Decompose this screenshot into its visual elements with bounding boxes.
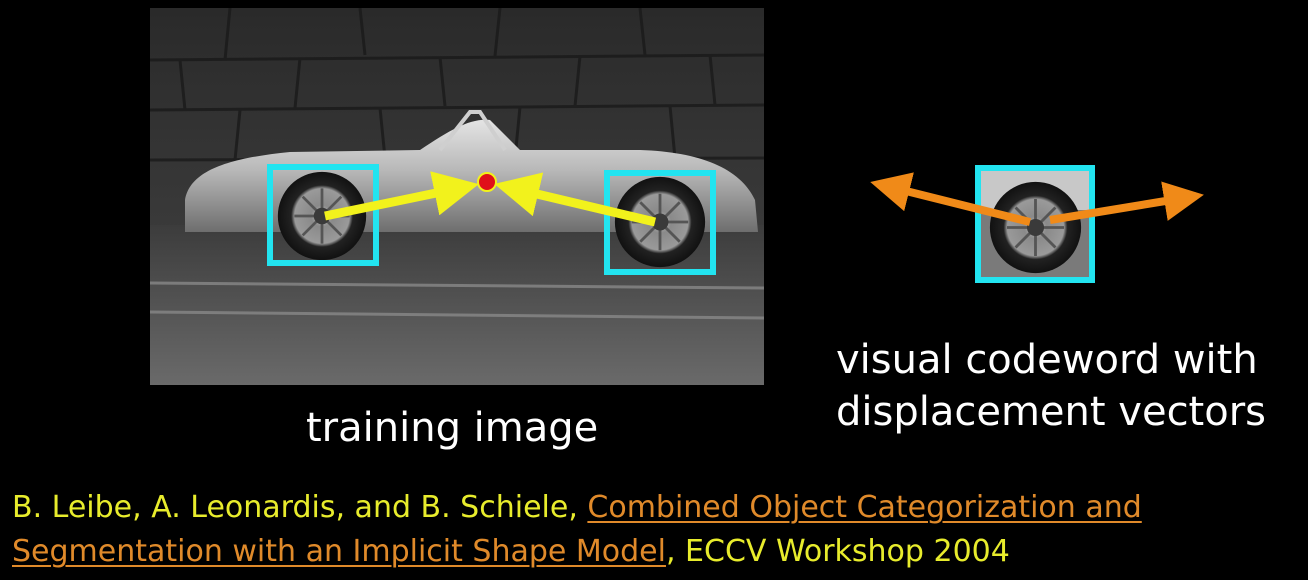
codeword-box — [975, 165, 1095, 283]
patch-box-rear — [604, 170, 716, 275]
displacement-vector-left — [870, 172, 1031, 226]
vector-front-to-center — [324, 171, 479, 221]
training-image-caption: training image — [306, 405, 599, 451]
training-photo — [150, 8, 764, 385]
displacement-vector-right — [1049, 181, 1204, 224]
codeword-caption: visual codeword with displacement vector… — [836, 334, 1306, 438]
reference-citation: B. Leibe, A. Leonardis, and B. Schiele, … — [12, 486, 1302, 574]
vector-rear-to-center — [494, 172, 657, 227]
codeword-caption-line2: displacement vectors — [836, 389, 1266, 435]
reference-venue: , ECCV Workshop 2004 — [665, 534, 1010, 569]
reference-authors: B. Leibe, A. Leonardis, and B. Schiele, — [12, 490, 588, 525]
patch-box-front — [267, 164, 379, 266]
codeword-caption-line1: visual codeword with — [836, 337, 1258, 383]
codeword-patch — [980, 170, 1090, 278]
reference-title-link[interactable]: Combined Object Categorization and Segme… — [12, 490, 1142, 569]
object-center-dot — [477, 172, 497, 192]
